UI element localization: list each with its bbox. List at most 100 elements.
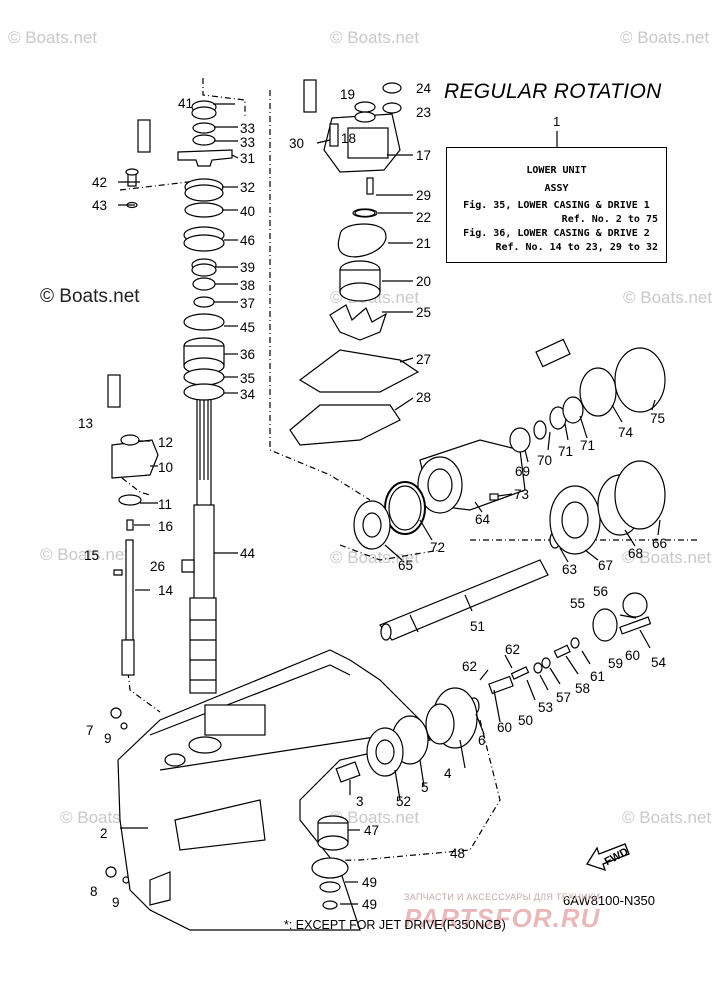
part-label: 32	[240, 180, 255, 195]
part-label: 69	[515, 464, 530, 479]
part-label: 24	[416, 81, 432, 96]
watermark: © Boats.net	[620, 28, 710, 47]
part-label: 15	[84, 548, 99, 563]
part-label: 64	[475, 512, 491, 527]
part-label: 62	[505, 642, 520, 657]
part-label: 44	[240, 546, 256, 561]
part-label: 20	[416, 274, 431, 289]
part-label: 8	[90, 884, 98, 899]
part-label: 10	[158, 460, 173, 475]
part-label: 27	[416, 352, 431, 367]
part-label: 62	[462, 659, 477, 674]
part-label: 40	[240, 204, 255, 219]
part-label: 67	[598, 558, 613, 573]
part-label: 12	[158, 435, 173, 450]
part-label: 14	[158, 583, 174, 598]
watermark: © Boats.net	[622, 808, 712, 827]
part-label: 49	[362, 875, 377, 890]
part-label: 71	[580, 438, 595, 453]
part-label: 31	[240, 151, 255, 166]
part-label: 58	[575, 681, 590, 696]
part-label: 23	[416, 105, 431, 120]
info-line-4: Ref. No. 2 to 75	[561, 214, 658, 225]
part-label: 57	[556, 690, 571, 705]
watermark: © Boats.net	[330, 28, 420, 47]
part-label: 17	[416, 148, 431, 163]
part-label: 50	[518, 713, 533, 728]
fwd-arrow-icon	[586, 843, 630, 872]
part-label: 70	[537, 453, 552, 468]
part-label: 33	[240, 135, 255, 150]
part-label: 72	[430, 540, 445, 555]
part-label: 28	[416, 390, 431, 405]
watermark: © Boats.net	[622, 548, 712, 567]
footnote: *: EXCEPT FOR JET DRIVE(F350NCB)	[284, 918, 506, 932]
part-label: 35	[240, 371, 255, 386]
info-line-1: LOWER UNIT	[526, 165, 587, 176]
part-label: 25	[416, 305, 431, 320]
watermark: © Boats.net	[330, 808, 420, 827]
part-label: 29	[416, 188, 431, 203]
part-label: 42	[92, 175, 107, 190]
watermark: © Boats.net	[330, 548, 420, 567]
part-label: 39	[240, 260, 255, 275]
diagram-title: REGULAR ROTATION	[444, 80, 662, 103]
part-label: 61	[590, 669, 605, 684]
part-label: 7	[86, 723, 94, 738]
part-label: 30	[289, 136, 304, 151]
part-label: 9	[104, 731, 112, 746]
info-box-ref-number: 1	[553, 114, 561, 129]
part-label: 46	[240, 233, 255, 248]
part-label: 33	[240, 121, 255, 136]
watermark: © Boats.net	[40, 286, 140, 307]
part-label: 6	[478, 733, 486, 748]
part-label: 22	[416, 210, 431, 225]
watermark: © Boats.net	[40, 545, 130, 564]
info-line-5: Fig. 36, LOWER CASING & DRIVE 2	[463, 228, 650, 239]
part-label: 49	[362, 897, 377, 912]
part-label: 3	[356, 794, 364, 809]
part-label: 56	[593, 584, 608, 599]
part-label: 41	[178, 96, 193, 111]
part-label: 37	[240, 296, 255, 311]
part-label: 26	[150, 559, 165, 574]
part-label: 45	[240, 320, 255, 335]
part-label: 5	[421, 780, 429, 795]
part-label: 38	[240, 278, 255, 293]
part-label: 51	[470, 619, 485, 634]
part-label: 75	[650, 411, 665, 426]
info-line-2: ASSY	[544, 183, 569, 194]
part-label: 34	[240, 387, 256, 402]
part-label: 53	[538, 700, 553, 715]
part-label: 47	[364, 823, 379, 838]
watermark: © Boats.net	[8, 28, 98, 47]
info-line-3: Fig. 35, LOWER CASING & DRIVE 1	[463, 200, 650, 211]
part-label: 66	[652, 536, 667, 551]
shop-tagline: ЗАПЧАСТИ И АКСЕССУАРЫ ДЛЯ ТЕХНИКИ	[404, 892, 601, 902]
part-label: 63	[562, 562, 577, 577]
part-label: 60	[625, 648, 640, 663]
part-label: 73	[514, 487, 529, 502]
part-label: 21	[416, 236, 431, 251]
part-label: 16	[158, 519, 173, 534]
part-label: 71	[558, 444, 573, 459]
part-label: 43	[92, 198, 107, 213]
part-label: 74	[618, 425, 634, 440]
part-label: 2	[100, 826, 108, 841]
part-label: 48	[450, 846, 465, 861]
part-label: 11	[158, 497, 172, 512]
part-label: 4	[444, 766, 452, 781]
part-label: 54	[651, 655, 667, 670]
part-label: 65	[398, 558, 413, 573]
part-label: 59	[608, 656, 623, 671]
part-label: 68	[628, 546, 643, 561]
info-box: LOWER UNIT ASSY Fig. 35, LOWER CASING & …	[446, 147, 667, 263]
info-line-6: Ref. No. 14 to 23, 29 to 32	[495, 242, 658, 253]
part-label: 18	[341, 131, 356, 146]
part-label: 9	[112, 895, 120, 910]
part-label: 13	[78, 416, 93, 431]
shop-logo: PARTSFOR.RU	[404, 903, 601, 933]
part-label: 36	[240, 347, 255, 362]
